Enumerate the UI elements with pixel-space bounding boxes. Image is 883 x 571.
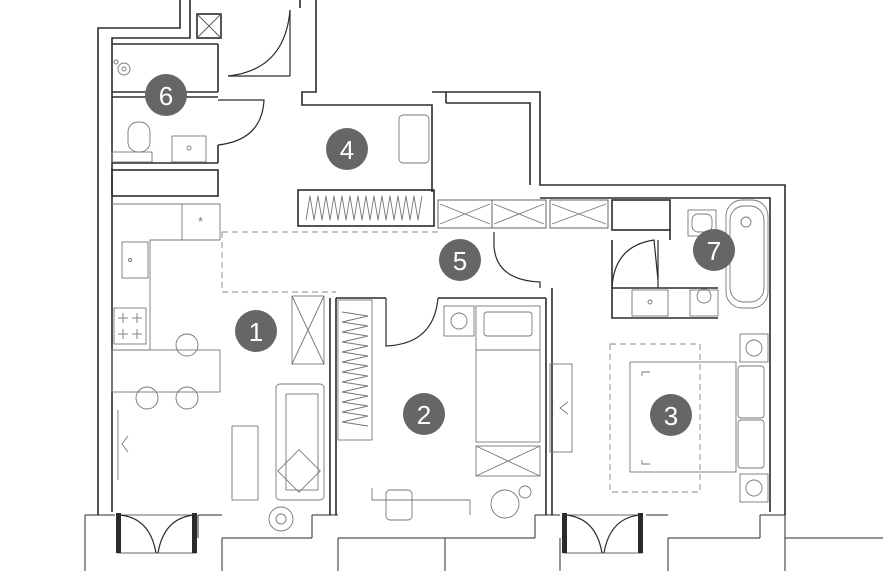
doors (217, 9, 659, 347)
dining-set (111, 333, 221, 480)
room-number-2: 2 (417, 400, 431, 430)
room-number-1: 1 (249, 317, 263, 347)
hallway-closets (439, 203, 607, 225)
kitchen-counter: * (112, 203, 221, 351)
room-badge-2: 2 (403, 393, 445, 435)
room-badge-6: 6 (145, 74, 187, 116)
bathroom-6-fixtures (111, 59, 207, 163)
wardrobe-bedroom-2 (337, 299, 373, 441)
dashed-zones (221, 231, 701, 493)
balcony-door-bedroom (562, 513, 643, 554)
living-furniture (231, 295, 325, 532)
bedroom-3-furniture (629, 333, 769, 503)
room-4-fixtures (305, 114, 430, 221)
svg-text:*: * (198, 214, 203, 229)
room-badge-7: 7 (693, 229, 735, 271)
room-number-7: 7 (707, 236, 721, 266)
room-badge-1: 1 (235, 310, 277, 352)
room-number-5: 5 (453, 246, 467, 276)
balcony-door-living (116, 513, 197, 554)
facade-windows (84, 514, 883, 571)
room-number-4: 4 (340, 135, 354, 165)
room-badge-3: 3 (650, 394, 692, 436)
interior-walls (111, 13, 718, 515)
room-badge-4: 4 (326, 128, 368, 170)
exterior-walls (97, 0, 786, 515)
room-number-3: 3 (664, 401, 678, 431)
bedroom-2-furniture (371, 305, 573, 521)
room-badge-5: 5 (439, 239, 481, 281)
room-number-6: 6 (159, 81, 173, 111)
